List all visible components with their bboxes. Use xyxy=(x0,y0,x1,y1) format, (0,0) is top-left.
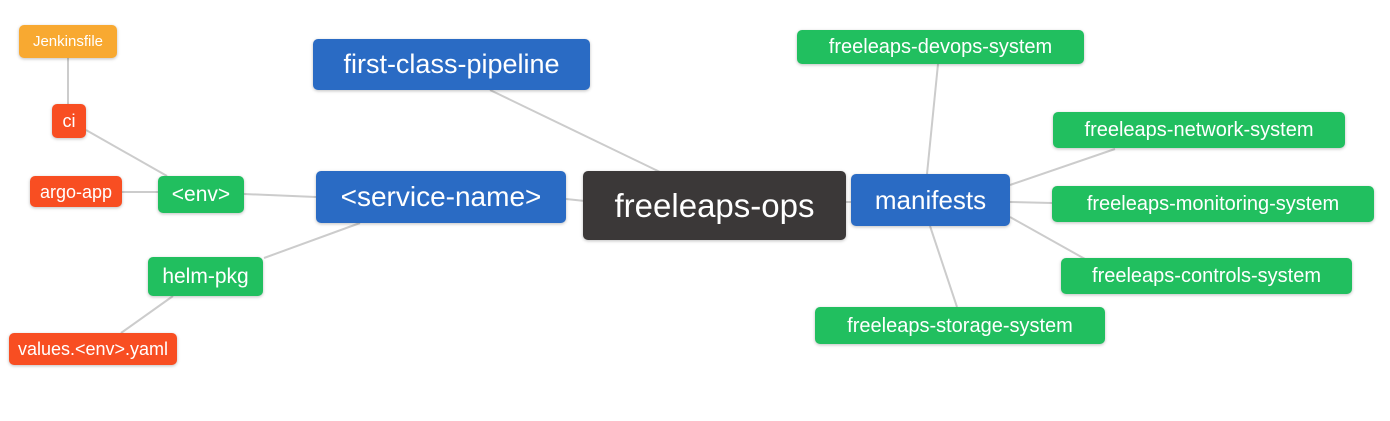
node-freeleaps-controls-system[interactable]: freeleaps-controls-system xyxy=(1061,258,1352,294)
node-first-class-pipeline[interactable]: first-class-pipeline xyxy=(313,39,590,90)
edge-manifests-controls xyxy=(1009,216,1086,260)
node-manifests-label: manifests xyxy=(874,185,987,215)
node-freeleaps-devops-system-label: freeleaps-devops-system xyxy=(828,36,1053,58)
edge-manifests-devops xyxy=(926,63,939,175)
node-freeleaps-storage-system[interactable]: freeleaps-storage-system xyxy=(815,307,1105,344)
node-env[interactable]: <env> xyxy=(158,176,244,213)
edge-manifests-storage xyxy=(929,225,958,308)
edge-helmpkg-values xyxy=(120,295,174,334)
edge-env-servicename xyxy=(243,193,317,198)
node-helm-pkg[interactable]: helm-pkg xyxy=(148,257,263,296)
node-freeleaps-controls-system-label: freeleaps-controls-system xyxy=(1092,265,1321,287)
node-freeleaps-storage-system-label: freeleaps-storage-system xyxy=(847,314,1073,337)
node-manifests[interactable]: manifests xyxy=(851,174,1010,226)
edge-servicename-helmpkg xyxy=(263,222,361,259)
edge-pipeline-ops xyxy=(489,89,661,173)
node-ci[interactable]: ci xyxy=(52,104,86,138)
node-freeleaps-network-system-label: freeleaps-network-system xyxy=(1084,119,1314,141)
node-freeleaps-ops[interactable]: freeleaps-ops xyxy=(583,171,846,240)
node-env-label: <env> xyxy=(171,183,231,206)
edge-servicename-ops xyxy=(565,198,586,202)
node-freeleaps-monitoring-system-label: freeleaps-monitoring-system xyxy=(1086,193,1340,215)
node-values-env-yaml[interactable]: values.<env>.yaml xyxy=(9,333,177,365)
node-freeleaps-monitoring-system[interactable]: freeleaps-monitoring-system xyxy=(1052,186,1374,222)
node-freeleaps-devops-system[interactable]: freeleaps-devops-system xyxy=(797,30,1084,64)
edge-manifests-network xyxy=(1009,148,1116,186)
node-helm-pkg-label: helm-pkg xyxy=(162,265,249,288)
node-argo-app-label: argo-app xyxy=(39,181,113,202)
node-argo-app[interactable]: argo-app xyxy=(30,176,122,207)
node-ci-label: ci xyxy=(62,111,76,131)
node-service-name-label: <service-name> xyxy=(340,181,542,212)
node-values-env-yaml-label: values.<env>.yaml xyxy=(17,339,169,359)
edge-ci-env xyxy=(85,129,168,177)
node-service-name[interactable]: <service-name> xyxy=(316,171,566,223)
node-first-class-pipeline-label: first-class-pipeline xyxy=(343,49,560,79)
node-jenkinsfile[interactable]: Jenkinsfile xyxy=(19,25,117,58)
node-freeleaps-network-system[interactable]: freeleaps-network-system xyxy=(1053,112,1345,148)
edge-manifests-monitoring xyxy=(1009,201,1053,204)
node-freeleaps-ops-label: freeleaps-ops xyxy=(614,187,815,224)
node-jenkinsfile-label: Jenkinsfile xyxy=(32,33,104,50)
